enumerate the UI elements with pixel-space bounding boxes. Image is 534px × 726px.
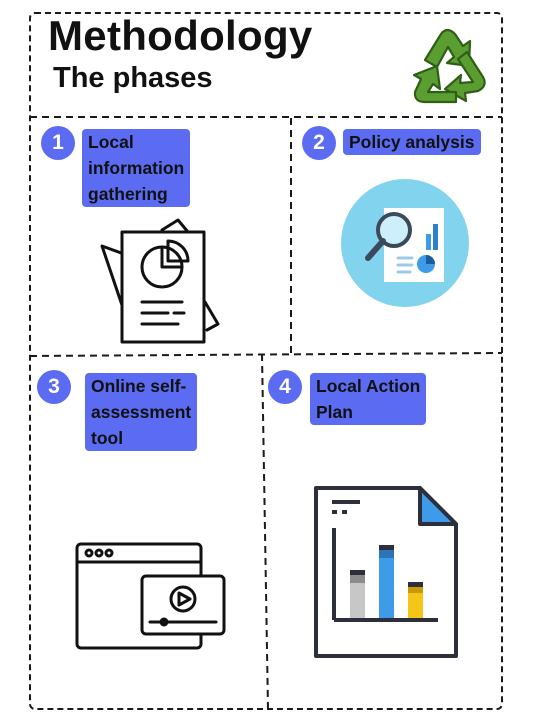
data-analysis-icon: [341, 179, 469, 307]
phase-3-number: 3: [37, 370, 71, 404]
report-document-icon: [100, 218, 220, 344]
phase-4-number: 4: [268, 370, 302, 404]
phase-2-number: 2: [302, 126, 336, 160]
phase-3-label: Online self- assessment tool: [85, 373, 198, 451]
page-title: Methodology: [48, 12, 313, 59]
page-subtitle: The phases: [53, 62, 213, 94]
phase-2-label: Policy analysis: [343, 129, 481, 155]
recycle-icon: [412, 28, 486, 104]
phase-1-number: 1: [41, 126, 75, 160]
phase-1-label: Local information gathering: [82, 129, 191, 207]
video-window-icon: [75, 542, 226, 650]
phase-4-label: Local Action Plan: [310, 373, 427, 425]
bar-chart-document-icon: [314, 486, 458, 658]
